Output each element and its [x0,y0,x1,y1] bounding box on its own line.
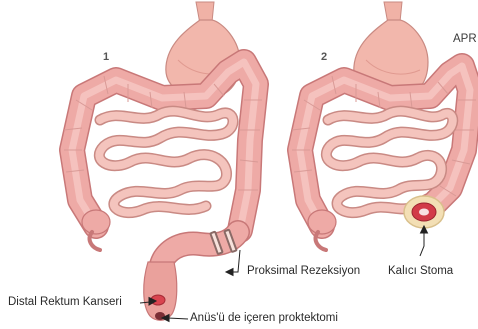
label-anus-proctectomy: Anüs'ü de içeren proktektomi [190,313,338,325]
panel-2-number: 2 [321,52,327,63]
panel-1-small-intestine [99,111,233,213]
label-permanent-stoma: Kalıcı Stoma [388,266,453,278]
panel-2-stoma [404,196,444,228]
label-distal-rectum-cancer: Distal Rektum Kanseri [8,297,122,309]
panel-2-anatomy [292,2,476,250]
panel-2-procedure-tag: APR [453,34,477,46]
panel-1-number: 1 [103,52,109,63]
panel-1-rectum [144,262,177,320]
label-proximal-resection: Proksimal Rezeksiyon [247,266,360,278]
